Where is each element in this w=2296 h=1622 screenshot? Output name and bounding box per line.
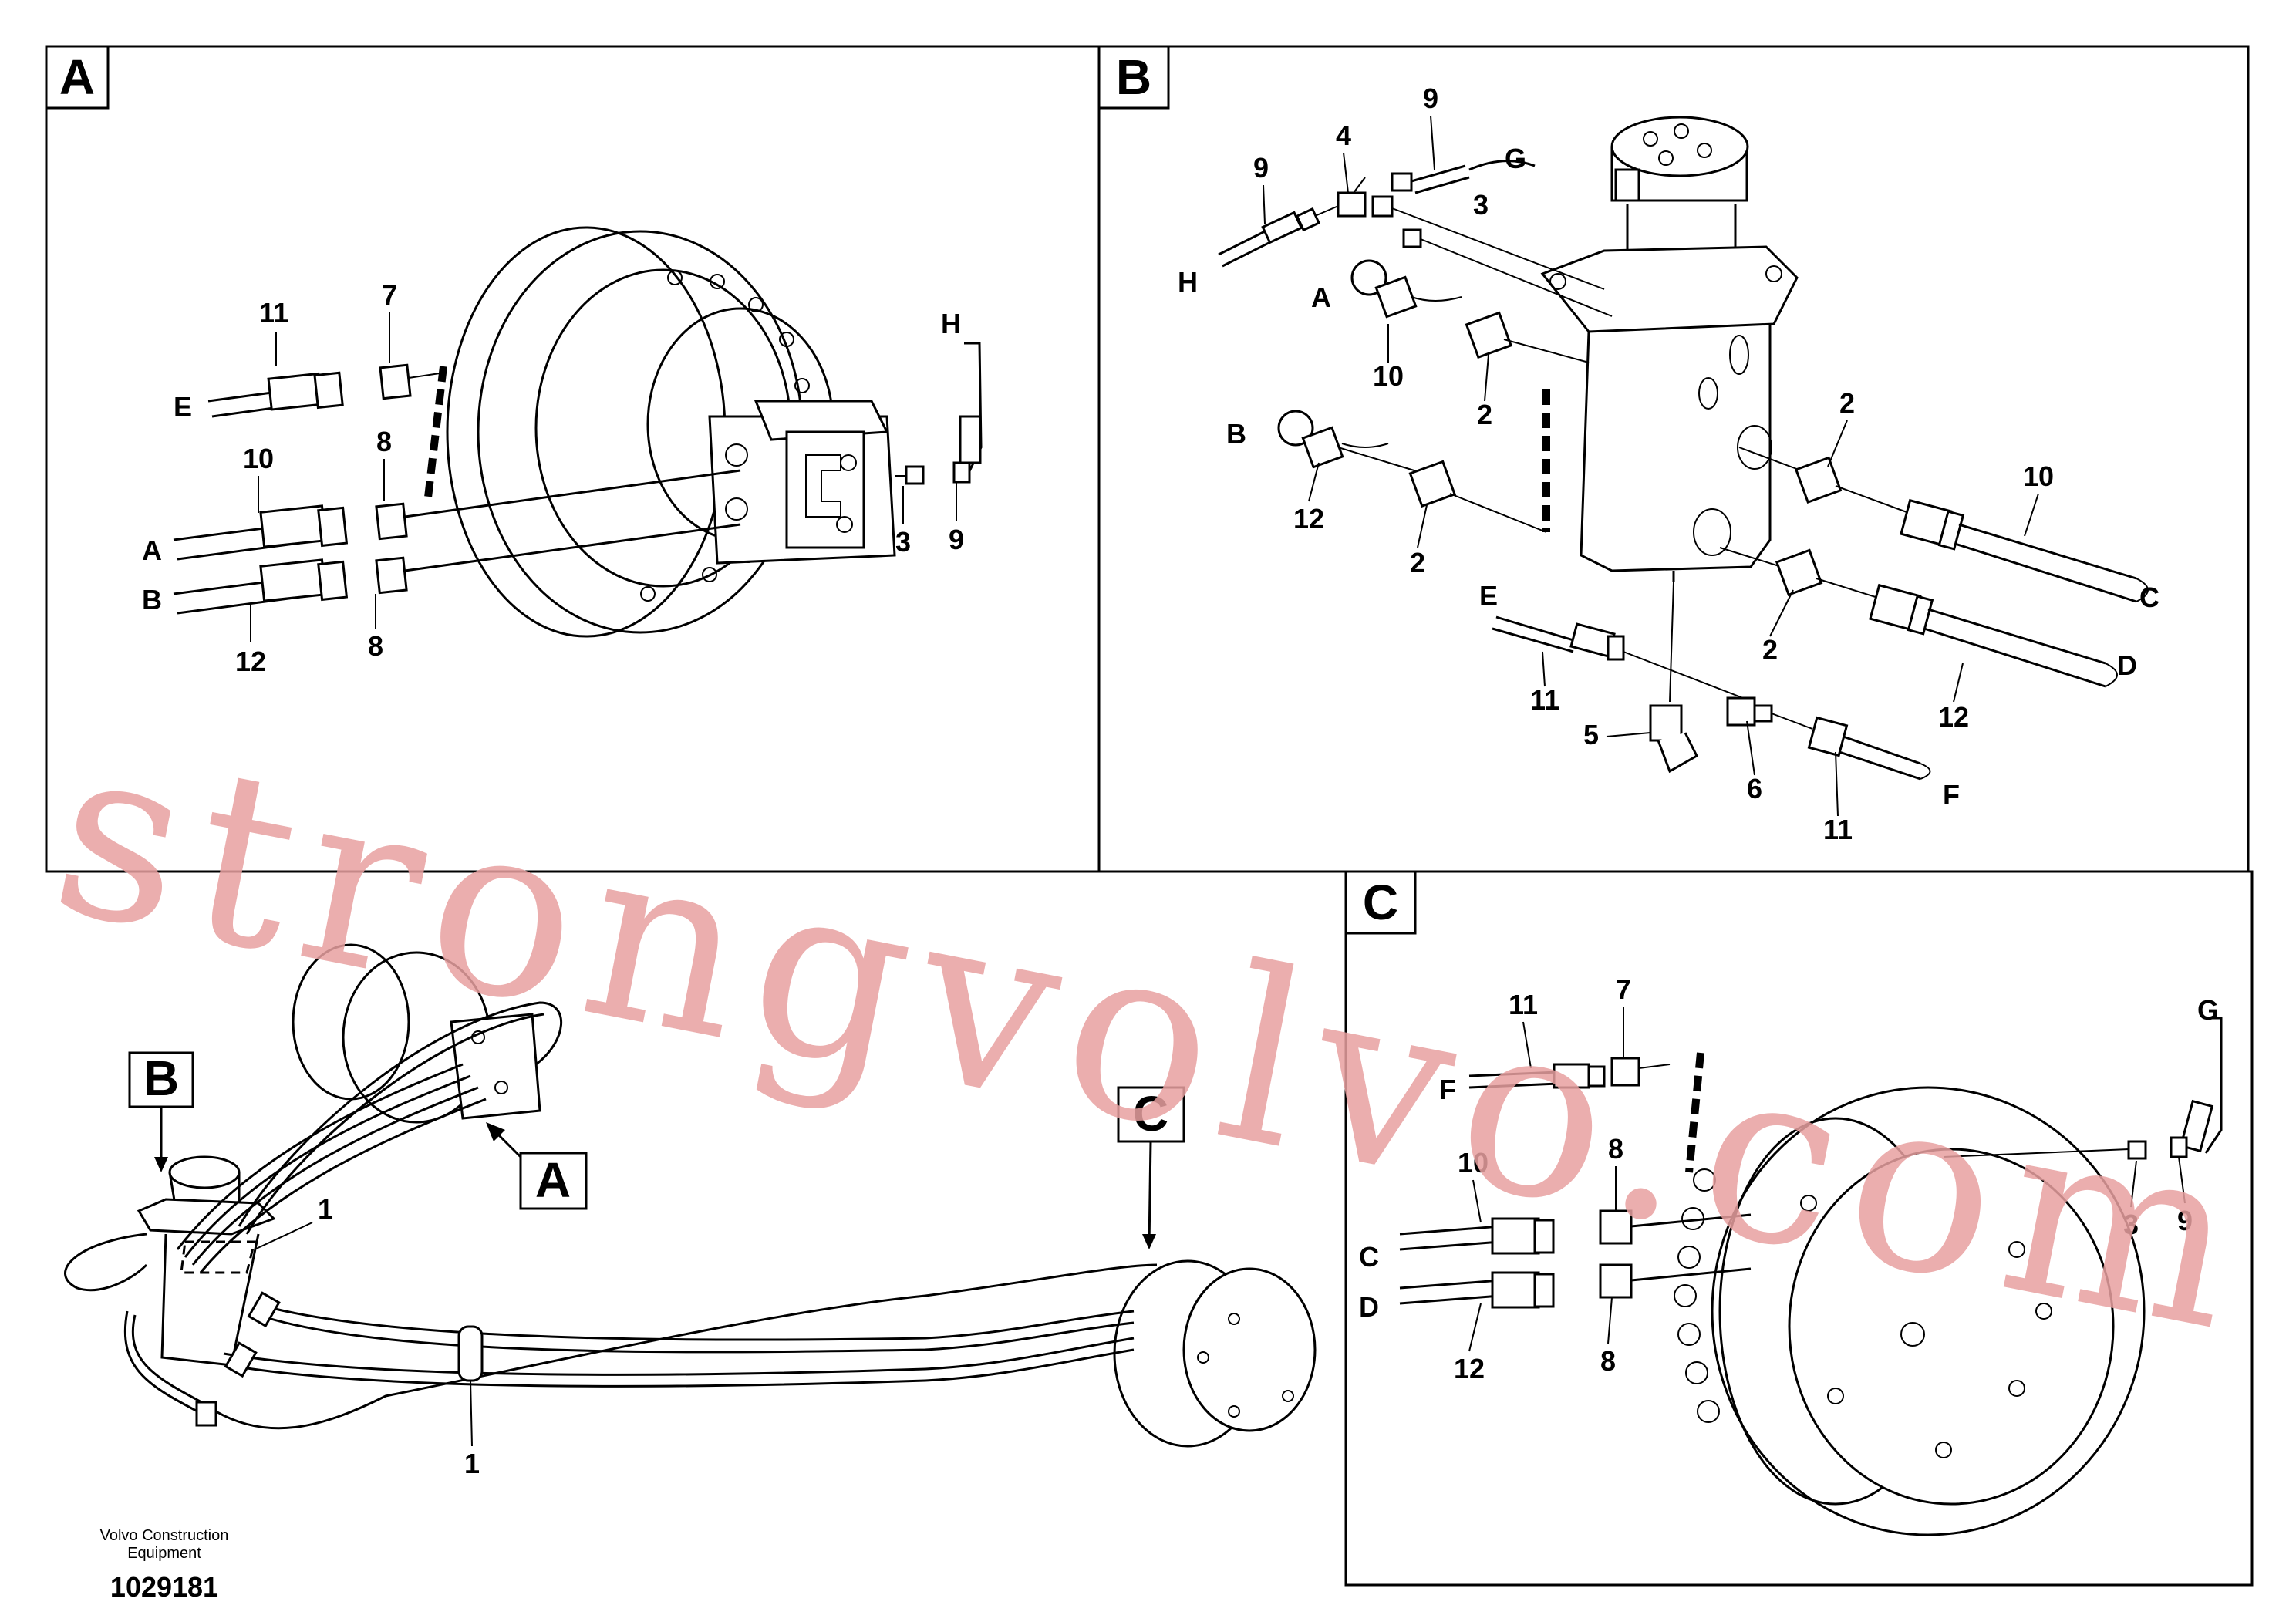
callout-c: C [1133, 1086, 1168, 1141]
svg-text:A: A [142, 534, 162, 566]
overview-callouts: B A C 1 1 [128, 1050, 1185, 1479]
callout-a: A [535, 1152, 571, 1208]
svg-text:12: 12 [1938, 701, 1969, 733]
panel-a-tag: A [59, 49, 95, 105]
svg-text:11: 11 [1509, 989, 1538, 1020]
panel-b-labels: 9 4 9 G H 3 A 10 2 B 12 2 2 10 C E 2 11 … [1178, 83, 2159, 845]
panel-c-hoses [1399, 1017, 2223, 1309]
svg-text:H: H [1178, 266, 1198, 298]
hose-h-assembly [895, 342, 983, 485]
panel-c-labels: 7 11 F G 8 10 C D 12 8 3 9 [1359, 973, 2219, 1384]
svg-text:3: 3 [1473, 189, 1489, 221]
hose-e-assembly [207, 363, 440, 418]
caption-company-line2: Equipment [127, 1545, 201, 1562]
watermark: strongvolvo.com [35, 689, 2274, 1387]
svg-text:8: 8 [368, 630, 383, 662]
svg-text:6: 6 [1747, 773, 1762, 804]
callout-a-box [519, 1152, 588, 1210]
panel-b: B [1097, 45, 2250, 873]
svg-text:9: 9 [949, 524, 964, 555]
panel-a-tag-box [45, 45, 110, 110]
overview-label-1-bottom: 1 [464, 1448, 480, 1479]
callout-c-box [1117, 1086, 1185, 1143]
panel-c: C [1344, 870, 2254, 1587]
overview-label-1-top: 1 [318, 1193, 333, 1225]
svg-text:E: E [174, 391, 192, 423]
svg-text:10: 10 [2023, 460, 2054, 492]
svg-text:12: 12 [235, 646, 266, 677]
travel-motor-c [1674, 1086, 2146, 1536]
svg-text:C: C [1359, 1241, 1379, 1273]
svg-text:A: A [1311, 282, 1331, 313]
svg-text:3: 3 [2123, 1209, 2139, 1240]
svg-text:10: 10 [1373, 360, 1404, 392]
panel-b-hoses [1218, 160, 2149, 781]
panel-a: A [45, 45, 1101, 873]
svg-text:4: 4 [1336, 120, 1351, 151]
svg-text:2: 2 [1762, 634, 1778, 666]
svg-text:B: B [142, 584, 162, 615]
svg-text:D: D [2117, 649, 2137, 681]
svg-text:8: 8 [1600, 1345, 1616, 1377]
svg-text:10: 10 [1458, 1147, 1489, 1179]
svg-text:7: 7 [1616, 973, 1631, 1005]
caption-company-line1: Volvo Construction [100, 1527, 229, 1544]
svg-text:H: H [941, 308, 961, 339]
svg-text:11: 11 [259, 297, 288, 329]
svg-text:2: 2 [1477, 399, 1492, 430]
svg-text:8: 8 [1608, 1133, 1623, 1165]
svg-text:9: 9 [1423, 83, 1438, 114]
hose-b-assembly [173, 523, 741, 615]
svg-text:G: G [2197, 994, 2219, 1026]
callout-b-box [128, 1051, 194, 1108]
hose-a-assembly [173, 469, 741, 561]
svg-text:B: B [1226, 418, 1246, 450]
svg-text:2: 2 [1839, 387, 1855, 419]
svg-text:12: 12 [1293, 503, 1324, 534]
svg-text:11: 11 [1530, 684, 1559, 716]
svg-text:D: D [1359, 1291, 1379, 1323]
panel-b-tag: B [1116, 49, 1151, 105]
travel-motor-a [446, 226, 896, 638]
caption: Volvo Construction Equipment 1029181 [100, 1527, 229, 1603]
panel-c-frame [1344, 870, 2254, 1587]
svg-text:5: 5 [1583, 719, 1599, 750]
overview-assembly [64, 943, 1317, 1448]
svg-text:8: 8 [376, 426, 392, 457]
svg-text:F: F [1439, 1074, 1456, 1105]
svg-text:G: G [1505, 143, 1526, 174]
panel-b-tag-box [1097, 45, 1170, 110]
svg-text:7: 7 [382, 279, 397, 311]
svg-text:12: 12 [1454, 1353, 1485, 1384]
document-number: 1029181 [110, 1571, 218, 1603]
svg-text:E: E [1479, 580, 1498, 612]
svg-text:9: 9 [2177, 1205, 2193, 1236]
svg-text:C: C [2139, 582, 2159, 613]
svg-text:3: 3 [895, 526, 911, 558]
svg-text:10: 10 [243, 443, 274, 474]
panel-a-labels: 11 7 E 10 8 A B 12 8 H 3 9 [142, 279, 964, 677]
svg-text:9: 9 [1253, 152, 1269, 184]
swivel-joint [1540, 116, 1799, 703]
svg-text:2: 2 [1410, 547, 1425, 578]
svg-text:F: F [1943, 779, 1960, 811]
panel-c-tag: C [1363, 875, 1398, 930]
svg-text:11: 11 [1823, 814, 1853, 845]
callout-b: B [143, 1050, 179, 1106]
panel-c-tag-box [1344, 870, 1417, 935]
